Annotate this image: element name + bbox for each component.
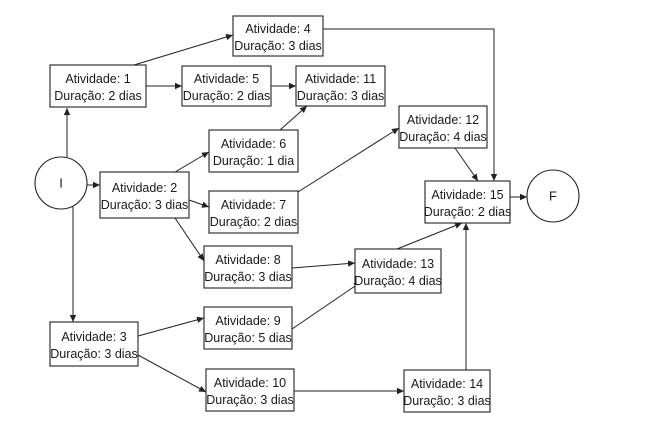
activity-label: Atividade: 7 <box>221 198 286 212</box>
duration-label: Duração: 2 dias <box>183 89 271 103</box>
activity-box <box>354 248 442 294</box>
start-node-circle <box>34 156 88 210</box>
duration-label: Duração: 4 dias <box>399 130 487 144</box>
start-node-label: I <box>59 175 63 190</box>
activity-node-2: Atividade: 2 Duração: 3 dias <box>99 171 190 219</box>
duration-label: Duração: 3 dias <box>204 270 292 284</box>
activity-box <box>232 15 324 57</box>
activity-label: Atividade: 9 <box>215 314 280 328</box>
activity-box <box>424 180 511 224</box>
activity-label: Atividade: 3 <box>61 330 126 344</box>
activity-label: Atividade: 14 <box>411 377 483 391</box>
activity-node-4: Atividade: 4 Duração: 3 dias <box>232 15 324 57</box>
edge-2-to-7 <box>188 199 210 208</box>
duration-label: Duração: 4 dias <box>354 274 442 288</box>
activity-box <box>203 306 293 350</box>
duration-label: Duração: 3 dias <box>403 394 491 408</box>
activity-label: Atividade: 5 <box>194 72 259 86</box>
end-node: F <box>526 169 580 223</box>
edge-9-to-13 <box>291 281 362 330</box>
edge-2-to-6 <box>174 151 210 173</box>
duration-label: Duração: 3 dias <box>50 347 138 361</box>
edge-3-to-9 <box>137 316 205 337</box>
edges-layer <box>63 28 527 395</box>
activity-label: Atividade: 6 <box>221 137 286 151</box>
activity-label: Atividade: 1 <box>65 72 130 86</box>
activity-box <box>181 65 272 107</box>
edge-4-to-15 <box>323 28 498 181</box>
duration-label: Duração: 5 dias <box>204 331 292 345</box>
activity-node-5: Atividade: 5 Duração: 2 dias <box>181 65 272 107</box>
activity-node-6: Atividade: 6 Duração: 1 dia <box>208 129 299 173</box>
duration-label: Duração: 1 dia <box>213 154 294 168</box>
duration-label: Duração: 2 dias <box>54 89 142 103</box>
edge-7-to-12 <box>297 127 400 193</box>
edge-3-to-10 <box>137 354 207 393</box>
start-node: I <box>34 156 88 210</box>
activity-box <box>398 105 488 149</box>
activity-box <box>208 129 299 173</box>
edge-1-to-4 <box>133 33 234 66</box>
activity-node-15: Atividade: 15 Duração: 2 dias <box>424 180 512 224</box>
edge-6-to-11 <box>279 105 308 131</box>
activity-label: Atividade: 13 <box>362 257 434 271</box>
activity-box <box>403 369 491 413</box>
activity-box <box>203 245 293 289</box>
activity-label: Atividade: 12 <box>407 113 479 127</box>
activity-label: Atividade: 11 <box>305 72 376 86</box>
activity-node-12: Atividade: 12 Duração: 4 dias <box>398 105 488 149</box>
activity-node-14: Atividade: 14 Duração: 3 dias <box>403 369 491 413</box>
activity-node-9: Atividade: 9 Duração: 5 dias <box>203 306 293 350</box>
activity-label: Atividade: 8 <box>215 253 280 267</box>
activity-box <box>49 321 139 367</box>
end-node-circle <box>526 169 580 223</box>
edge-13-to-15 <box>396 222 463 250</box>
edge-8-to-13 <box>291 260 356 269</box>
activity-label: Atividade: 15 <box>431 188 503 202</box>
activity-node-13: Atividade: 13 Duração: 4 dias <box>354 248 442 294</box>
duration-label: Duração: 3 dias <box>234 39 322 53</box>
end-node-label: F <box>549 188 557 203</box>
activity-label: Atividade: 10 <box>214 376 286 390</box>
activity-node-1: Atividade: 1 Duração: 2 dias <box>49 64 147 108</box>
activity-node-3: Atividade: 3 Duração: 3 dias <box>49 321 139 367</box>
edge-12-to-15 <box>454 147 479 182</box>
activity-box <box>295 65 386 107</box>
duration-label: Duração: 3 dias <box>101 198 189 212</box>
activity-label: Atividade: 2 <box>112 181 177 195</box>
activity-label: Atividade: 4 <box>245 22 310 36</box>
activity-node-8: Atividade: 8 Duração: 3 dias <box>203 245 293 289</box>
activity-node-11: Atividade: 11 Duração: 3 dias <box>295 65 386 107</box>
activity-box <box>208 190 299 234</box>
activity-node-10: Atividade: 10 Duração: 3 dias <box>205 368 295 412</box>
activity-box <box>49 64 147 108</box>
edge-2-to-8 <box>174 217 205 262</box>
duration-label: Duração: 2 dias <box>424 205 512 219</box>
duration-label: Duração: 2 dias <box>210 215 298 229</box>
activity-box <box>205 368 295 412</box>
activity-node-7: Atividade: 7 Duração: 2 dias <box>208 190 299 234</box>
duration-label: Duração: 3 dias <box>206 393 294 407</box>
duration-label: Duração: 3 dias <box>297 89 385 103</box>
activity-box <box>99 171 190 219</box>
